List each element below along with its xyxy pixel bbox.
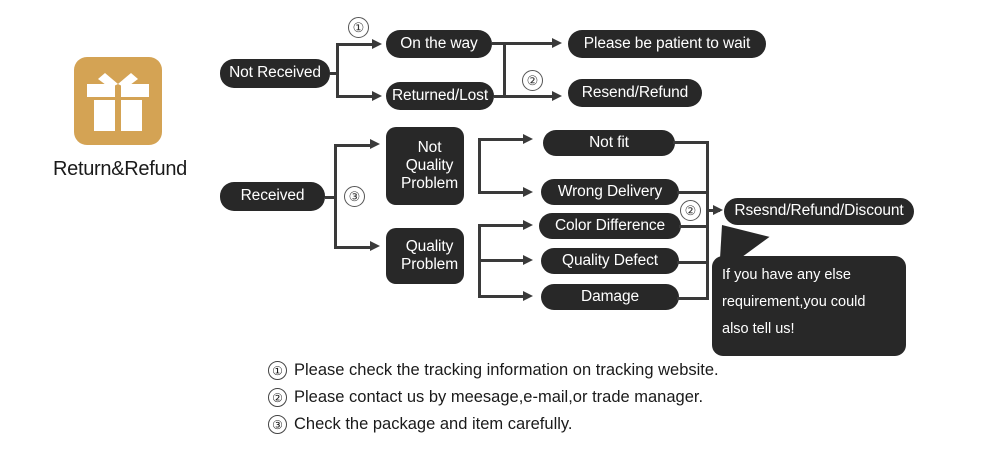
connector-arrow xyxy=(523,219,533,230)
node-received[interactable]: Received xyxy=(220,182,325,211)
node-on-the-way[interactable]: On the way xyxy=(386,30,492,58)
connector-arrow xyxy=(523,254,533,265)
node-please-wait[interactable]: Please be patient to wait xyxy=(568,30,766,58)
connector-line xyxy=(503,42,506,98)
connector-line xyxy=(677,191,709,194)
node-line: Problem xyxy=(400,256,459,273)
connector-line xyxy=(478,259,526,262)
connector-arrow xyxy=(552,38,562,48)
node-returned-lost[interactable]: Returned/Lost xyxy=(386,82,494,110)
connector-line xyxy=(334,144,337,248)
footnote-item: ③ Check the package and item carefully. xyxy=(268,411,868,438)
connector-arrow xyxy=(552,90,562,101)
footnote-marker: ① xyxy=(268,361,287,380)
connector-line xyxy=(673,141,709,144)
connector-line xyxy=(706,141,709,300)
connector-arrow xyxy=(372,38,382,49)
connector-arrow xyxy=(713,205,723,215)
footnote-marker: ② xyxy=(268,388,287,407)
node-final-action[interactable]: Rsesnd/Refund/Discount xyxy=(724,198,914,225)
node-damage[interactable]: Damage xyxy=(541,284,679,310)
connector-arrow xyxy=(372,90,382,101)
node-line: Not xyxy=(417,138,442,156)
node-line: Problem xyxy=(400,175,459,193)
node-not-quality-problem[interactable]: Not Quality Problem xyxy=(386,127,464,205)
step-marker-two-bottom: ② xyxy=(680,200,701,221)
connector-line xyxy=(330,72,339,75)
node-color-difference[interactable]: Color Difference xyxy=(539,213,681,239)
footnote-text: Please contact us by meesage,e-mail,or t… xyxy=(294,388,704,406)
node-resend-refund[interactable]: Resend/Refund xyxy=(568,79,702,107)
node-line: Quality xyxy=(405,156,454,174)
speech-bubble: If you have any else requirement,you cou… xyxy=(712,256,906,356)
footnote-item: ① Please check the tracking information … xyxy=(268,357,868,384)
step-marker-one: ① xyxy=(348,17,369,38)
bubble-line: If you have any else xyxy=(722,267,851,283)
connector-line xyxy=(503,42,556,45)
step-marker-three: ③ xyxy=(344,186,365,207)
connector-line xyxy=(494,95,506,98)
connector-line xyxy=(336,95,376,98)
footnote-text: Check the package and item carefully. xyxy=(294,415,573,433)
node-wrong-delivery[interactable]: Wrong Delivery xyxy=(541,179,679,205)
connector-line xyxy=(492,42,506,45)
step-marker-two-top: ② xyxy=(522,70,543,91)
connector-line xyxy=(334,144,374,147)
connector-line xyxy=(325,196,337,199)
connector-arrow xyxy=(370,139,380,149)
footnote-marker: ③ xyxy=(268,415,287,434)
connector-line xyxy=(478,138,526,141)
node-quality-problem[interactable]: Quality Problem xyxy=(386,228,464,284)
logo-label: Return&Refund xyxy=(53,158,187,180)
connector-line xyxy=(336,43,376,46)
node-not-received[interactable]: Not Received xyxy=(220,59,330,88)
bubble-line: requirement,you could xyxy=(722,293,866,310)
connector-line xyxy=(478,224,526,227)
connector-line xyxy=(503,95,556,98)
gift-box-icon xyxy=(74,57,162,145)
connector-line xyxy=(679,225,709,228)
connector-arrow xyxy=(523,186,533,197)
node-line: Quality xyxy=(405,237,454,255)
node-not-fit[interactable]: Not fit xyxy=(543,130,675,156)
footnote-text: Please check the tracking information on… xyxy=(294,361,719,379)
footnote-item: ② Please contact us by meesage,e-mail,or… xyxy=(268,384,868,411)
footnote-list: ① Please check the tracking information … xyxy=(268,357,868,438)
connector-arrow xyxy=(523,133,533,144)
connector-arrow xyxy=(370,241,380,251)
node-quality-defect[interactable]: Quality Defect xyxy=(541,248,679,274)
connector-line xyxy=(478,295,526,298)
connector-line xyxy=(334,246,374,249)
connector-line xyxy=(478,191,526,194)
connector-arrow xyxy=(523,290,533,301)
bubble-line: also tell us! xyxy=(722,320,795,337)
connector-line xyxy=(677,261,709,264)
connector-line xyxy=(478,138,481,194)
connector-line xyxy=(677,297,709,300)
connector-line xyxy=(336,44,339,98)
